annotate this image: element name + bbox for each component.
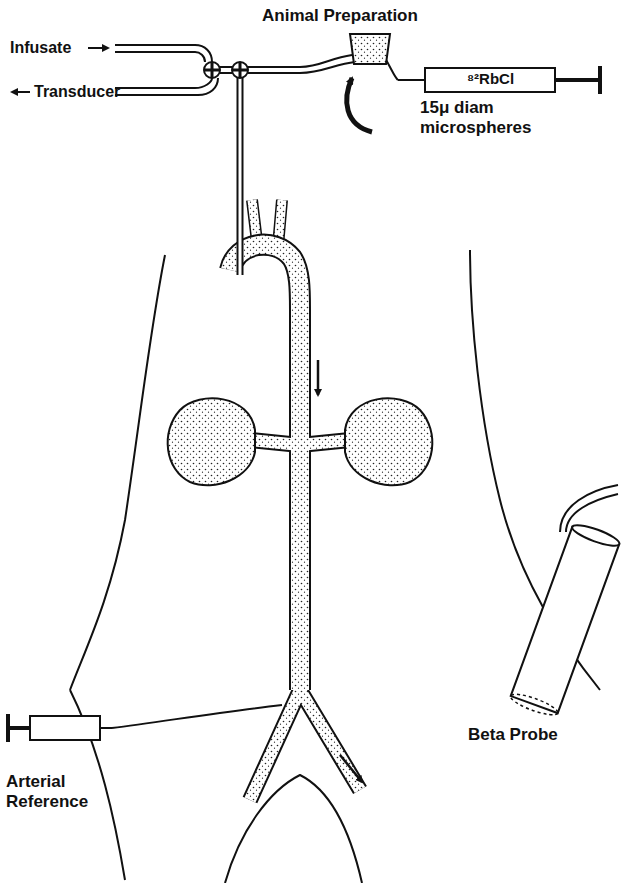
diagram-title: Animal Preparation (262, 6, 418, 26)
flow-arrow (12, 91, 30, 93)
reference-label: Arterial Reference (6, 772, 90, 813)
flow-arrow (340, 755, 362, 782)
kidneys (168, 398, 433, 485)
tube-label: Infusate (10, 38, 71, 57)
flow-arrow (88, 47, 108, 49)
beta-probe (509, 485, 622, 719)
stopcocks (204, 62, 248, 78)
tube-label: Transducer (34, 82, 120, 101)
body-outline (70, 250, 600, 883)
syringe-label: ⁸²RbCl (465, 70, 516, 88)
microsphere-label: 15μ diam microspheres (420, 98, 540, 139)
flow-arrow (317, 360, 320, 395)
catheter (240, 78, 241, 275)
pointer-arrow (347, 78, 372, 132)
rbcl-syringe (398, 66, 600, 94)
aorta (230, 245, 360, 800)
probe-label: Beta Probe (468, 725, 558, 745)
microsphere-chamber (350, 34, 390, 64)
reference-syringe (8, 705, 282, 742)
